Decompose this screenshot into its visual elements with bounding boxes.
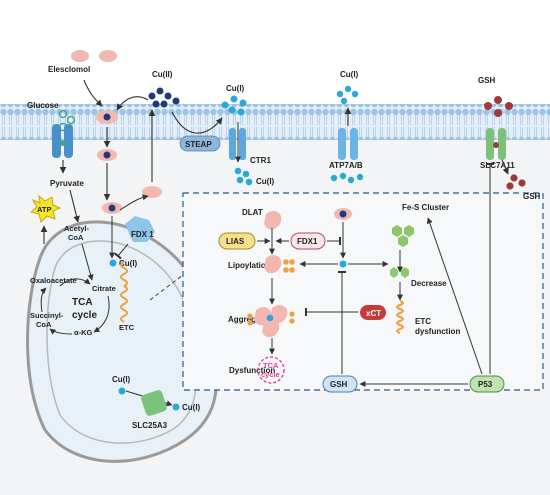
fdx1-mito-protein <box>125 216 155 242</box>
cu1-cluster-top <box>221 95 247 116</box>
p53-pill <box>469 375 505 393</box>
oxaloacetate-label: Oxaloacetate <box>30 276 77 285</box>
cu1-bottom-label: Cu(I) <box>112 375 131 384</box>
cu1-bottom2-dot <box>172 403 180 411</box>
slc7a11-channel <box>486 128 506 160</box>
p53-label: P53 <box>478 380 493 389</box>
succinyl-coa-label-2: CoA <box>36 320 52 329</box>
atp7ab-channel <box>338 128 358 160</box>
cu1-cluster-below-ctr1 <box>234 167 253 186</box>
citrate-label: Citrate <box>92 284 116 293</box>
arrow-acetyl-to-citrate <box>81 243 94 281</box>
etc-mito-label: ETC <box>119 323 135 332</box>
tca-box-label-1: TCA <box>263 361 279 370</box>
cu1-mito-label: Cu(I) <box>119 259 138 268</box>
gsh-box-label: GSH <box>330 380 348 389</box>
cu1-bottom-dot <box>118 387 126 395</box>
fdx1-pill <box>290 232 326 250</box>
gsh-top-label: GSH <box>478 76 496 85</box>
lias-label: LIAS <box>226 237 245 246</box>
fdx1-mito-label: FDX 1 <box>131 230 154 239</box>
lipoylated-dlat <box>264 255 295 274</box>
arrow-pyruvate-to-acetyl <box>69 189 80 223</box>
dlat-protein <box>264 211 282 230</box>
arrow-citrate-to-akg <box>93 295 110 333</box>
arrow-cu2-to-complex <box>116 96 149 111</box>
tca-dysfunction-circle <box>257 356 285 384</box>
elesclomol-cu-complex-box <box>334 208 352 220</box>
acetyl-coa-label-2: CoA <box>68 233 84 242</box>
glucose-transporter <box>52 124 73 158</box>
arrow-cu2-reduction <box>171 111 223 134</box>
mechanism-zoom-box <box>182 192 544 391</box>
cell-membrane <box>0 104 550 140</box>
cu1-mito-dot <box>109 259 117 267</box>
etc-spring-icon <box>120 261 128 323</box>
cu1-bottom2-label: Cu(I) <box>182 403 201 412</box>
elesclomol-cu-complex-mito <box>102 202 122 214</box>
pyruvate-label: Pyruvate <box>50 179 84 188</box>
elesclomol-molecules <box>71 50 117 62</box>
cu1-atp7-label: Cu(I) <box>340 70 359 79</box>
arrow-p53-to-fes <box>426 217 483 375</box>
elesclomol-cu-complex-inside <box>97 149 117 161</box>
arrow-mito-eject <box>119 194 149 211</box>
steap-pill <box>179 135 221 152</box>
atp7ab-label: ATP7A/B <box>329 161 363 170</box>
ctr1-label: CTR1 <box>250 156 271 165</box>
gsh-top-cluster <box>484 96 513 117</box>
fes-cluster-decreased <box>390 267 409 278</box>
gsh-right-label: GSH <box>523 192 541 201</box>
cu1-box-dot <box>339 260 347 268</box>
dlat-label: DLAT <box>242 208 263 217</box>
cu1-cluster-atp7 <box>336 85 359 105</box>
fes-cluster-hexagons <box>392 225 414 247</box>
etc-dysfunction-spring-icon <box>396 300 404 334</box>
aggregation-label: Aggregation <box>228 315 275 324</box>
steap-label: STEAP <box>185 140 212 149</box>
xct-label: xCT <box>366 309 381 318</box>
etc-dys-label-2: dysfunction <box>415 327 460 336</box>
lipoylation-label: Lipoylation <box>228 261 271 270</box>
dysfunction-label: Dysfunction <box>229 366 275 375</box>
elesclomol-label: Elesclomol <box>48 65 90 74</box>
gsh-pill <box>322 375 358 393</box>
tca-box-label-2: cycle <box>261 370 280 379</box>
fdx1-box-label: FDX1 <box>297 237 318 246</box>
ctr1-channel <box>229 128 246 160</box>
etc-dys-label-1: ETC <box>415 317 431 326</box>
cu1-top-label: Cu(I) <box>226 84 245 93</box>
arrow-elesclomol-in <box>83 79 103 107</box>
lias-pill <box>218 232 256 250</box>
arrow-succinyl-to-oxaloacetate <box>40 287 47 313</box>
slc7a11-label: SLC7A11 <box>480 161 515 170</box>
inhibit-fdx1-mito <box>114 243 129 260</box>
cu1-cluster-atp7-inside <box>330 172 364 184</box>
decrease-label: Decrease <box>411 279 447 288</box>
atp-label: ATP <box>37 205 51 214</box>
slc25a3-label: SLC25A3 <box>132 421 168 430</box>
arrow-oxaloacetate-to-citrate <box>59 278 91 287</box>
arrow-akg-to-succinyl <box>49 328 73 335</box>
aggregated-dlat <box>247 305 295 338</box>
cu2-label: Cu(II) <box>152 70 173 79</box>
acetyl-coa-label-1: Acetyl- <box>64 224 90 233</box>
glucose-label: Glucose <box>27 101 59 110</box>
atp-burst-icon <box>29 194 62 223</box>
gsh-right-cluster <box>506 174 526 190</box>
xct-pill <box>360 305 386 320</box>
elesclomol-exported <box>142 186 162 198</box>
cu2-cluster <box>148 87 180 108</box>
succinyl-coa-label-1: Succinyl- <box>30 311 64 320</box>
arrow-slc7a11-out <box>501 159 509 175</box>
slc25a3-channel <box>141 390 167 416</box>
cu1-below-ctr1-label: Cu(I) <box>256 177 275 186</box>
elesclomol-cu-complex-membrane <box>96 110 118 124</box>
akg-label: α-KG <box>74 328 93 337</box>
fes-cluster-label: Fe-S Cluster <box>402 203 449 212</box>
tca-label-1: TCA <box>72 297 93 308</box>
tca-label-2: cycle <box>72 310 97 321</box>
